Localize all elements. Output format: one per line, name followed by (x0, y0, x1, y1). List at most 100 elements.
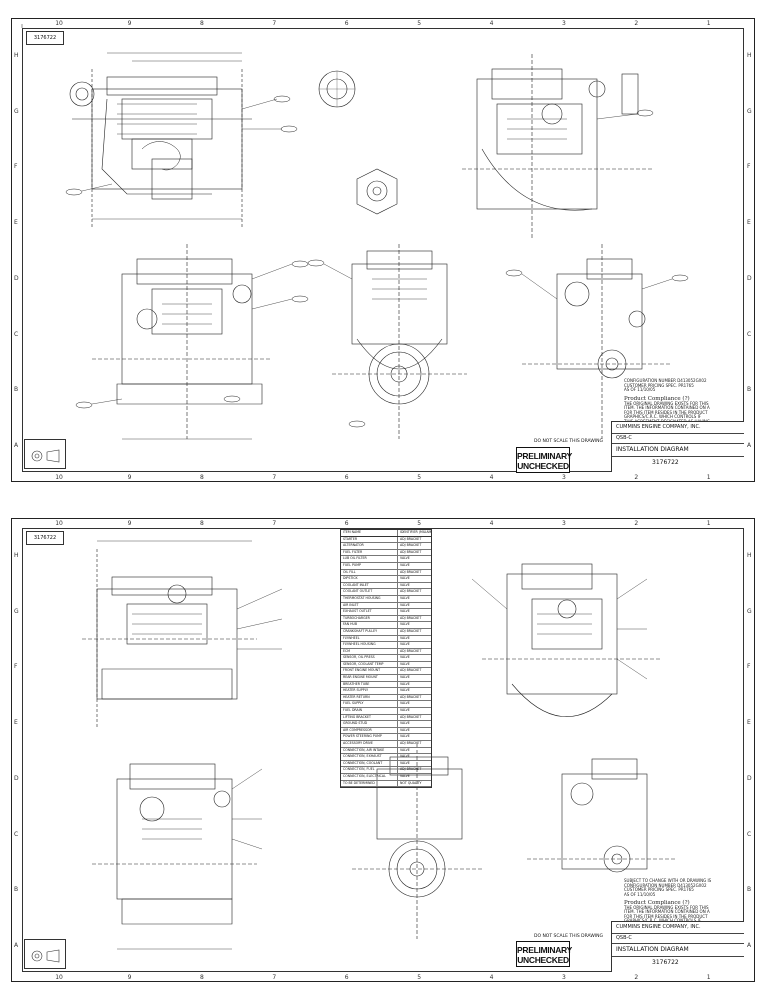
zone-label-row: B (747, 886, 752, 894)
engine-drawing-views (21, 24, 689, 440)
rear-view (522, 244, 672, 439)
scale-note: DO NOT SCALE THIS DRAWING (534, 439, 604, 444)
item-name-cell: STARTER (341, 536, 398, 543)
compliance-line: FOR THIS ITEM RESIDES IN THE PRODUCT (624, 913, 708, 919)
configuration-note: CONFIGURATION NUMBER D413052GX02 CUSTOME… (624, 378, 754, 393)
zone-label-row: E (747, 219, 751, 227)
zone-label-row: D (14, 774, 19, 782)
identifier-cell: ADJ BRACKET (400, 648, 422, 653)
table-header: ITEM NAME IDENTIFIER (MILIAM) (341, 530, 431, 537)
item-name-cell: AIR COMPRESSOR (341, 727, 398, 734)
item-name-cell: SENSOR, COOLANT TEMP (341, 661, 398, 668)
zone-label-column: 2 (634, 974, 639, 981)
zone-label-column: 7 (272, 474, 277, 481)
zone-label-column: 6 (344, 520, 349, 527)
rear-view (527, 758, 677, 873)
zone-label-column: 5 (417, 520, 422, 527)
item-name-cell: FRONT ENGINE MOUNT (341, 668, 398, 675)
zone-label-column: 8 (200, 520, 204, 527)
header-cell: IDENTIFIER (MILIAM) (400, 530, 431, 534)
identifier-cell: VALVE (400, 701, 410, 706)
compliance-line: ITEM. THE INFORMATION CONTAINED ON A (624, 909, 710, 915)
item-name-cell: CONNECTION, COOLANT (341, 760, 398, 767)
identifier-cell: VALVE (400, 622, 410, 627)
zone-label-row: A (14, 442, 19, 450)
zone-label-column: 7 (272, 520, 277, 527)
identifier-cell: ADJ BRACKET (400, 549, 422, 554)
item-name-cell: TO BE DETERMINED (341, 780, 398, 787)
zone-label-column: 3 (562, 20, 566, 27)
identifier-cell: ADJ BRACKET (400, 615, 422, 620)
item-name-cell: ECM (341, 648, 398, 655)
identifier-cell: VALVE (400, 688, 410, 693)
compliance-line: ITEM. THE INFORMATION CONTAINED ON A (624, 405, 710, 411)
scale-note: DO NOT SCALE THIS DRAWING (534, 934, 604, 939)
zone-label-row: A (14, 942, 19, 950)
item-name-cell: CONNECTION, FUEL (341, 767, 398, 773)
identifier-cell: ADJ BRACKET (400, 536, 422, 541)
config-note-line: CONFIGURATION NUMBER D413052GX02 (624, 378, 707, 383)
config-note-line: AS OF 11/10/05 (624, 387, 656, 393)
item-name-cell: FUEL FILTER (341, 549, 398, 556)
zone-label-column: 1 (706, 20, 711, 27)
item-name-cell: THERMOSTAT HOUSING (341, 595, 398, 602)
stamp-line: PRELIMINARY (517, 451, 572, 461)
identifier-cell: VALVE (400, 773, 410, 778)
zone-label-column: 6 (344, 474, 349, 481)
identifier-cell: ADJ BRACKET (400, 628, 422, 633)
identifier-cell: ADJ BRACKET (400, 741, 422, 745)
item-name-cell: REAR ENGINE MOUNT (341, 675, 398, 681)
side-view-bottom-left (92, 244, 272, 440)
item-name-cell: CRANKSHAFT PULLEY (341, 628, 398, 635)
zone-label-row: C (747, 830, 752, 838)
zone-label-row: E (14, 219, 18, 227)
compliance-line: GRAPHICS/C.R.C. WHICH CONTROLS IF (624, 414, 702, 420)
identifier-cell: ADJ BRACKET (400, 694, 422, 699)
zone-label-column: 8 (200, 974, 204, 981)
stamp-line: UNCHECKED (517, 461, 569, 471)
drawing-number-box: 3176722 (26, 31, 64, 45)
item-name-cell: POWER STEERING PUMP (341, 734, 398, 740)
zone-label-column: 5 (417, 20, 422, 27)
item-name-cell: HEATER SUPPLY (341, 688, 398, 694)
model-name: QSB-C (616, 435, 632, 441)
title-block: CUMMINS ENGINE COMPANY, INC. QSB-C INSTA… (611, 921, 744, 972)
zone-label-column: 3 (562, 974, 566, 981)
zone-label-row: G (14, 607, 19, 615)
preliminary-stamp: PRELIMINARY UNCHECKED (516, 941, 572, 967)
zone-label-column: 6 (344, 20, 349, 27)
zone-label-row: A (747, 942, 752, 950)
zone-label-column: 3 (562, 474, 566, 481)
item-name-cell: SENSOR, OIL PRESS (341, 655, 398, 661)
zone-label-column: 9 (127, 20, 132, 27)
drawing-sheet-2: 3176722 (11, 518, 755, 982)
zone-label-row: E (14, 719, 18, 727)
item-name-cell: FLYWHEEL HOUSING (341, 642, 398, 648)
item-name-cell: FLYWHEEL (341, 635, 398, 642)
zone-label-row: B (747, 386, 752, 394)
config-note-line: SUBJECT TO CHANGE WITH OR DRAWING IS (624, 878, 712, 883)
zone-label-row: E (747, 719, 751, 727)
sheet-border (22, 528, 744, 972)
item-name-cell: HEATER RETURN (341, 694, 398, 701)
zone-label-row: A (747, 442, 752, 450)
identifier-cell: VALVE (400, 681, 410, 686)
title-block: CUMMINS ENGINE COMPANY, INC. QSB-C INSTA… (611, 421, 744, 472)
config-note-line: AS OF 11/10/05 (624, 891, 656, 897)
zone-label-row: F (747, 663, 751, 671)
identifier-cell: VALVE (400, 675, 410, 680)
